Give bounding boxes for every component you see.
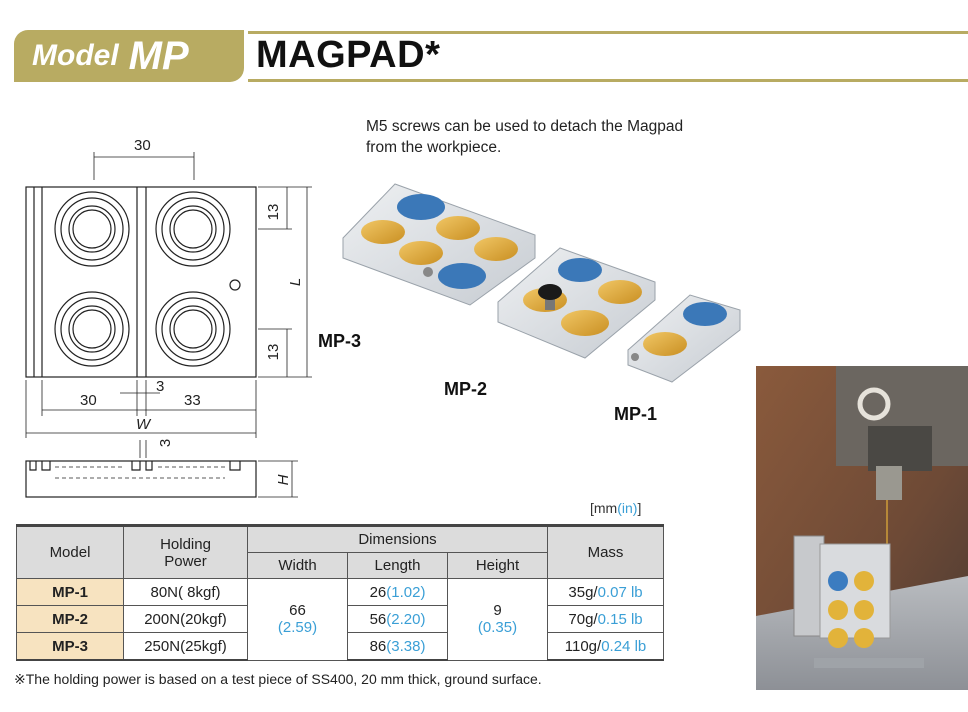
usage-photo: [756, 366, 968, 690]
length-in: (3.38): [386, 637, 426, 655]
cell-power: 250N(25kgf): [123, 632, 248, 661]
cell-mass: 70g/0.15 lb: [547, 605, 665, 633]
table-row: MP-2 200N(20kgf) 56(2.20) 70g/0.15 lb: [16, 605, 665, 633]
units-open: [mm: [590, 500, 618, 516]
cell-height: 9 (0.35): [446, 578, 549, 661]
cell-length: 86(3.38): [347, 632, 448, 661]
dim-W: W: [136, 416, 152, 433]
footnote: ※The holding power is based on a test pi…: [14, 671, 542, 687]
mass-lb: 0.24 lb: [601, 637, 647, 655]
dim-3: 3: [156, 378, 164, 395]
header-holding-power: Holding Power: [123, 524, 248, 579]
dim-top: 30: [134, 137, 151, 154]
dim-13-top: 13: [265, 204, 282, 221]
length-mm: 26: [369, 583, 387, 601]
spec-table: Model Holding Power Dimensions Mass Widt…: [16, 524, 665, 661]
table-row: MP-1 80N( 8kgf) 66 (2.59) 26(1.02) 9 (0.…: [16, 578, 665, 661]
header-mass: Mass: [547, 524, 665, 579]
header-holding-line1: Holding: [160, 535, 211, 553]
dim-13-bottom: 13: [265, 344, 282, 361]
length-in: (2.20): [386, 610, 426, 628]
header-holding-line2: Power: [164, 552, 207, 570]
header-length: Length: [347, 552, 448, 579]
note-line-1: M5 screws can be used to detach the Magp…: [366, 118, 684, 135]
mass-g: 110g/: [564, 637, 602, 655]
header-model: Model: [16, 524, 124, 579]
model-word: Model: [32, 39, 119, 72]
length-in: (1.02): [386, 583, 426, 601]
dim-30-bottom: 30: [80, 392, 97, 409]
dim-33: 33: [184, 392, 201, 409]
cell-power: 80N( 8kgf): [123, 578, 248, 606]
units-note: [mm(in)]: [590, 500, 641, 516]
width-in: (2.59): [277, 619, 318, 637]
mp2-pad: [497, 247, 656, 359]
units-inch: (in): [617, 500, 638, 516]
height-in: (0.35): [477, 619, 518, 637]
title-rule-top: [248, 31, 968, 34]
label-mp1: MP-1: [614, 404, 658, 424]
cell-mass: 110g/0.24 lb: [547, 632, 665, 661]
length-mm: 86: [369, 637, 387, 655]
dim-3-side: 3: [157, 439, 174, 447]
dimension-drawing: 30 13 13 L 3 30 33 W 3 H: [25, 137, 312, 498]
model-badge: Model MP: [14, 30, 244, 82]
units-close: ]: [637, 500, 642, 516]
page-title: MAGPAD*: [256, 34, 441, 76]
mass-lb: 0.15 lb: [597, 610, 643, 628]
height-mm: 9: [493, 602, 502, 620]
note-line-2: from the workpiece.: [366, 139, 502, 156]
length-mm: 56: [369, 610, 387, 628]
label-mp3: MP-3: [318, 331, 362, 351]
cell-model: MP-1: [16, 578, 124, 606]
cell-power: 200N(20kgf): [123, 605, 248, 633]
mp3-pad: [342, 183, 536, 306]
cell-length: 56(2.20): [347, 605, 448, 633]
product-illustration: [342, 183, 741, 383]
table-row: MP-3 250N(25kgf) 86(3.38) 110g/0.24 lb: [16, 632, 665, 661]
label-mp2: MP-2: [444, 379, 488, 399]
cell-length: 26(1.02): [347, 578, 448, 606]
mass-lb: 0.07 lb: [597, 583, 643, 601]
dim-L: L: [287, 278, 304, 286]
mp1-pad: [627, 294, 741, 383]
width-mm: 66: [289, 602, 306, 620]
cell-model: MP-3: [16, 632, 124, 661]
header-dimensions: Dimensions: [246, 524, 549, 553]
model-code: MP: [128, 33, 189, 78]
title-rule-bottom: [248, 79, 968, 82]
cell-width: 66 (2.59): [247, 578, 348, 661]
mass-g: 70g/: [568, 610, 598, 628]
mass-g: 35g/: [568, 583, 598, 601]
cell-mass: 35g/0.07 lb: [547, 578, 665, 606]
cell-model: MP-2: [16, 605, 124, 633]
header-height: Height: [446, 552, 549, 579]
header-width: Width: [247, 552, 348, 579]
dim-H: H: [275, 474, 292, 485]
